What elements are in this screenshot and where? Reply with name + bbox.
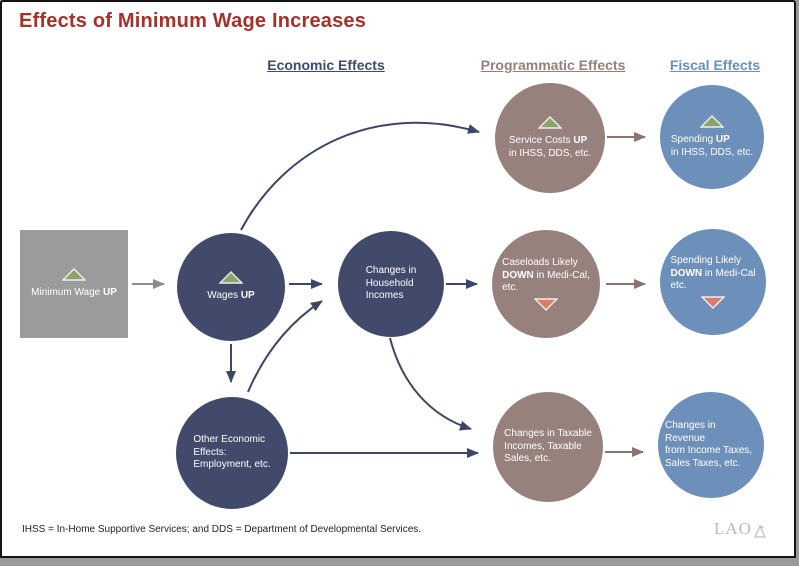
arrow-other-economic-to-household-incomes xyxy=(247,300,323,393)
column-header-fiscal: Fiscal Effects xyxy=(669,57,761,73)
node-label: Wages UP xyxy=(207,290,255,302)
footnote: IHSS = In-Home Supportive Services; and … xyxy=(22,524,422,535)
node-minimum-wage-up: Minimum Wage UP xyxy=(20,230,128,338)
up-indicator-icon xyxy=(62,268,86,281)
node-wages-up: Wages UP xyxy=(177,233,285,341)
lao-logo: LAO xyxy=(714,519,767,539)
lao-logo-mark-icon xyxy=(754,524,766,538)
page-title: Effects of Minimum Wage Increases xyxy=(19,10,367,32)
column-header-programmatic: Programmatic Effects xyxy=(480,57,626,73)
down-indicator-icon xyxy=(701,296,725,309)
lao-logo-text: LAO xyxy=(714,519,752,538)
up-indicator-icon xyxy=(219,271,243,284)
down-indicator-icon xyxy=(534,298,558,311)
arrow-wages-to-service-costs xyxy=(240,121,480,231)
node-label: Minimum Wage UP xyxy=(31,287,117,299)
column-header-economic: Economic Effects xyxy=(267,57,385,73)
arrow-household-incomes-to-taxable xyxy=(389,337,472,431)
up-indicator-icon xyxy=(700,115,724,128)
up-indicator-icon xyxy=(538,116,562,129)
